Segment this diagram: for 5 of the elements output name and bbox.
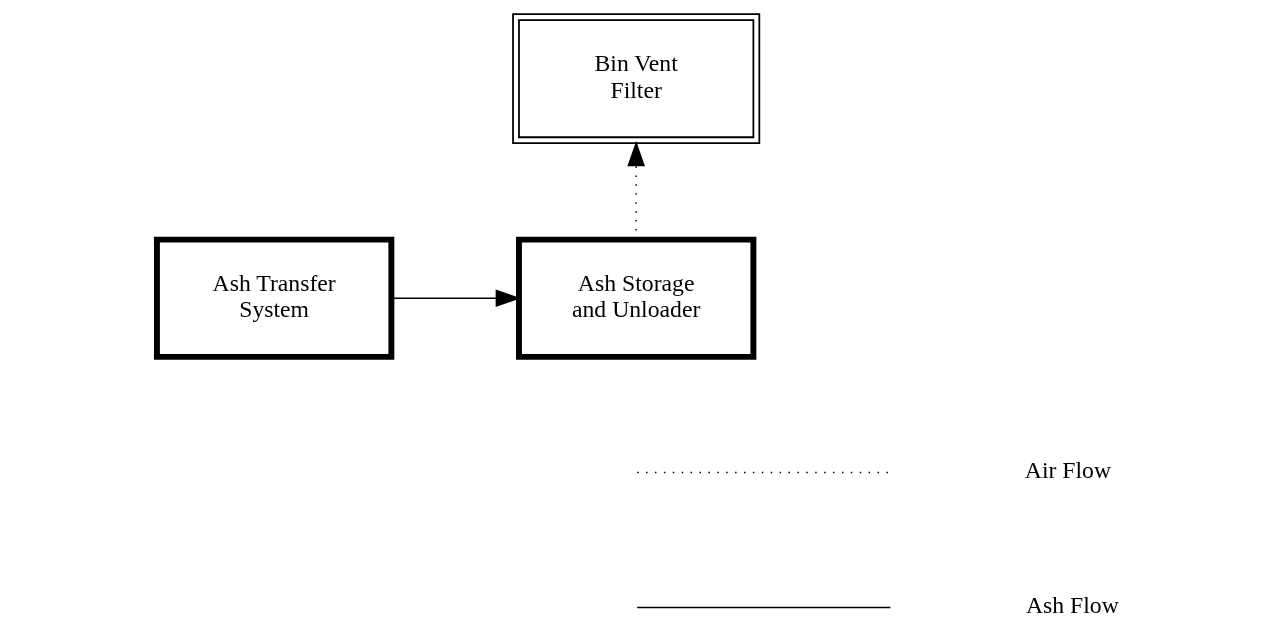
legend-label: Air Flow	[1024, 457, 1112, 484]
node-box: Bin Vent Filter	[512, 13, 761, 145]
node-box: Ash Transfer System	[153, 236, 395, 360]
node-box: Ash Storage and Unloader	[516, 236, 757, 360]
legend-label: Ash Flow	[1025, 592, 1119, 619]
